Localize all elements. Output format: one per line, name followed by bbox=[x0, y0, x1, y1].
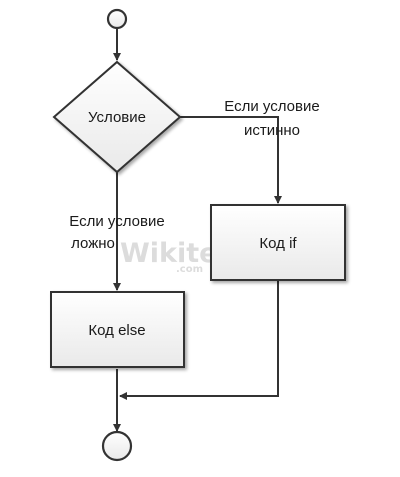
if-code-label: Код if bbox=[259, 235, 297, 252]
else-code-label: Код else bbox=[88, 322, 145, 339]
condition-node bbox=[52, 60, 182, 174]
end-node bbox=[101, 430, 133, 462]
watermark-suffix: .com bbox=[176, 264, 203, 275]
if-code-box bbox=[210, 204, 346, 281]
edge-condition-true bbox=[180, 116, 282, 204]
false-label-line1: Если условие bbox=[69, 213, 164, 230]
true-label-line2: истинно bbox=[244, 122, 300, 139]
edge-if-to-merge bbox=[119, 281, 279, 400]
condition-label: Условие bbox=[88, 109, 146, 126]
start-node bbox=[106, 8, 128, 30]
true-label-line1: Если условие bbox=[224, 98, 319, 115]
else-code-box bbox=[50, 291, 185, 368]
false-label-line2: ложно bbox=[71, 235, 115, 252]
